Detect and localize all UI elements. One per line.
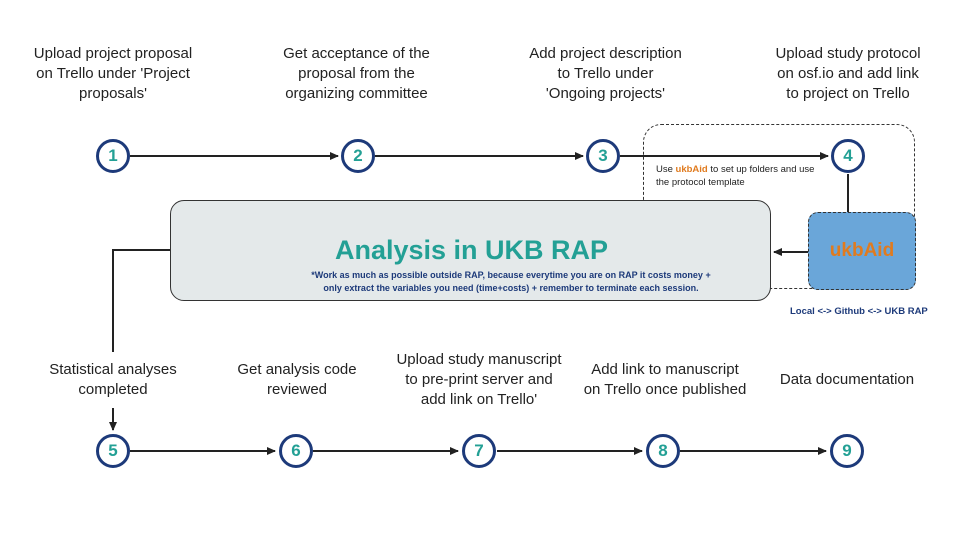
step-2-circle: 2 (341, 139, 375, 173)
ukbaid-box: ukbAid (808, 212, 916, 290)
ukbaid-note-highlight: ukbAid (675, 164, 708, 175)
step-4-number: 4 (843, 146, 853, 165)
rap-title: Analysis in UKB RAP (334, 235, 609, 265)
line-rap-to-5 (112, 249, 170, 352)
step-7-number: 7 (474, 441, 484, 460)
step-2-number: 2 (353, 146, 363, 165)
step-1-circle: 1 (96, 139, 130, 173)
step-7-circle: 7 (462, 434, 496, 468)
step-9-circle: 9 (830, 434, 864, 468)
step-6-number: 6 (291, 441, 301, 460)
step-9-label: Data documentation (779, 371, 915, 388)
step-6-circle: 6 (279, 434, 313, 468)
step-5-circle: 5 (96, 434, 130, 468)
ukbaid-note: Use ukbAid to set up folders and use the… (656, 164, 815, 188)
analysis-rap-box: Analysis in UKB RAP *Work as much as pos… (170, 200, 771, 301)
step-1-number: 1 (108, 146, 118, 165)
step-3-circle: 3 (586, 139, 620, 173)
rap-note: *Work as much as possible outside RAP, b… (311, 270, 711, 293)
step-5-number: 5 (108, 441, 118, 460)
local-github-rap-label: Local <-> Github <-> UKB RAP (790, 306, 928, 317)
step-8-number: 8 (658, 441, 668, 460)
step-8-circle: 8 (646, 434, 680, 468)
step-3-number: 3 (598, 146, 608, 165)
ukbaid-label: ukbAid (829, 240, 895, 261)
step-4-circle: 4 (831, 139, 865, 173)
step-9-number: 9 (842, 441, 852, 460)
